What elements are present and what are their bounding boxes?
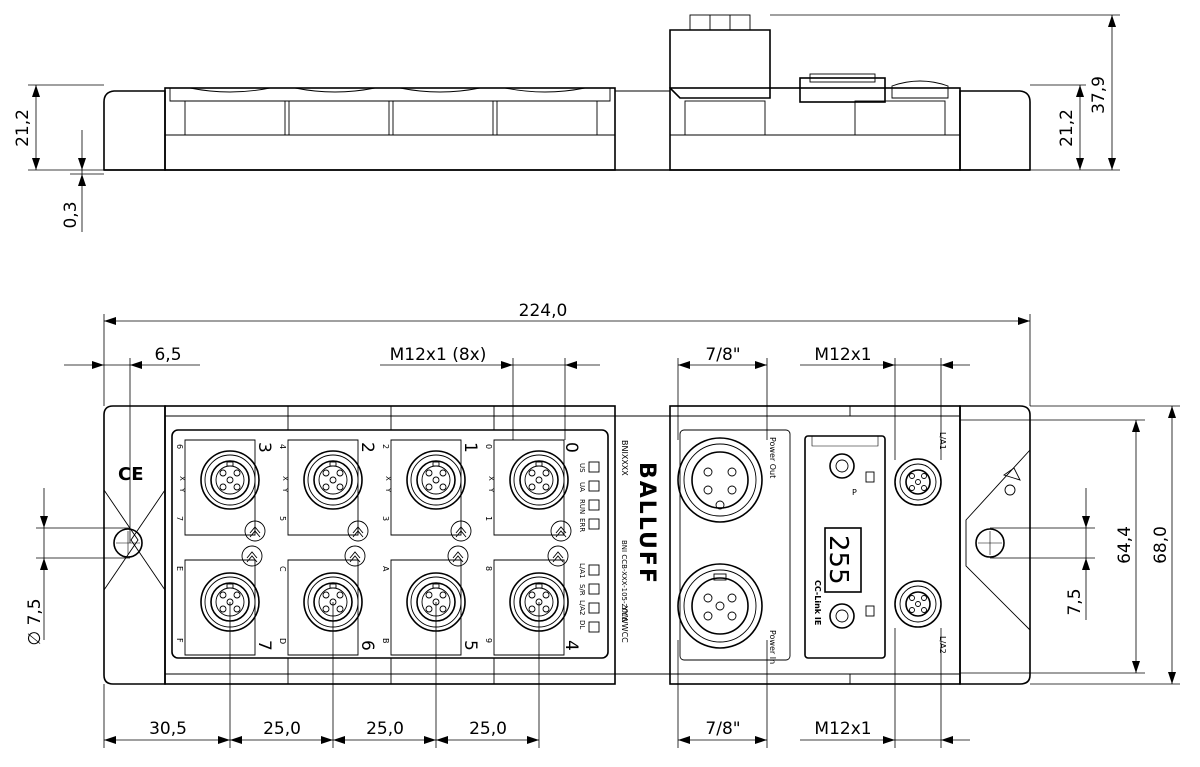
pin-label-D: D [278, 638, 287, 644]
channel-y-3: Y [384, 487, 392, 493]
channel-y-2: Y [281, 487, 289, 493]
led-label-run: RUN [578, 499, 586, 514]
channel-x-3: X [384, 476, 392, 481]
channel-y-1: Y [178, 487, 186, 493]
pin-label-6: 6 [175, 444, 184, 449]
power-in-label: Power In [768, 630, 777, 664]
pin-label-3: 3 [381, 516, 390, 521]
port-number-3: 3 [254, 442, 274, 453]
side-view [103, 14, 1031, 171]
channel-x-4: X [487, 476, 495, 481]
channel-y-4: Y [487, 487, 495, 493]
led-label-sr: S/R [578, 584, 586, 596]
switch-p-label: P [852, 488, 857, 497]
port-number-0: 0 [561, 442, 581, 453]
port-number-5: 5 [460, 640, 480, 651]
pin-label-B: B [381, 638, 390, 644]
model-code: BNI CCB-XXX-105-Z015 [620, 540, 628, 622]
dim-spacing-3: 25,0 [366, 719, 404, 739]
led-label-la1: L/A1 [578, 563, 586, 579]
dim-overall-length: 224,0 [519, 301, 568, 321]
pin-label-9: 9 [484, 638, 493, 643]
side-dimensions: 21,2 0,3 21,2 37,9 [13, 14, 1120, 232]
dim-spacing-first: 30,5 [149, 719, 187, 739]
pin-label-4: 4 [278, 444, 287, 449]
port-number-4: 4 [561, 640, 581, 651]
dim-power-top: 7/8" [705, 345, 740, 365]
dim-spacing-2: 25,0 [263, 719, 301, 739]
dim-hole-offset-right: 7,5 [1065, 588, 1085, 615]
dim-m12-ports-left: M12x1 (8x) [390, 345, 487, 365]
channel-x-1: X [178, 476, 186, 481]
dim-side-offset: 0,3 [61, 201, 81, 228]
led-label-err: ERR [578, 518, 586, 532]
link-port-1-label: L/A1 [938, 432, 947, 450]
cc-link-logo: CC-Link IE [813, 580, 822, 625]
dim-power-bottom: 7/8" [705, 719, 740, 739]
pin-label-8: 8 [484, 566, 493, 571]
pin-label-7: 7 [175, 516, 184, 521]
dim-mount-hole: ∅ 7,5 [25, 598, 45, 645]
ce-mark: CE [118, 464, 144, 485]
dim-side-height-right: 21,2 [1057, 109, 1077, 147]
pin-label-C: C [278, 566, 287, 572]
date-code: YYWWCC [620, 605, 629, 643]
model-id: BNIXXXX [620, 440, 629, 476]
port-number-1: 1 [460, 442, 480, 453]
pin-label-1: 1 [484, 516, 493, 521]
dim-spacing-4: 25,0 [469, 719, 507, 739]
dim-m12-right-bottom: M12x1 [814, 719, 871, 739]
dim-total-height: 68,0 [1151, 526, 1171, 564]
port-number-6: 6 [357, 640, 377, 651]
led-label-la2: L/A2 [578, 600, 586, 616]
dim-side-total-height: 37,9 [1089, 76, 1109, 114]
pin-label-E: E [175, 566, 184, 571]
port-number-7: 7 [254, 640, 274, 651]
port-number-2: 2 [357, 442, 377, 453]
pin-label-F: F [175, 638, 184, 643]
dim-side-height-left: 21,2 [13, 109, 33, 147]
pin-label-0: 0 [484, 444, 493, 449]
led-label-ua: UA [578, 482, 586, 492]
dim-m12-right-top: M12x1 [814, 345, 871, 365]
pin-label-2: 2 [381, 444, 390, 449]
pin-label-5: 5 [278, 516, 287, 521]
link-port-2-label: L/A2 [938, 636, 947, 654]
dim-inner-height: 64,4 [1115, 526, 1135, 564]
brand-logo: BALLUFF [634, 462, 659, 585]
power-out-label: Power Out [768, 437, 777, 478]
led-label-us: US [578, 463, 586, 473]
station-display: 255 [823, 535, 853, 585]
pin-label-A: A [381, 566, 390, 572]
front-dimensions: 224,0 6,5 M12x1 (8x) 7/8" M12x1 ∅ 7,5 [25, 301, 1180, 748]
dim-edge-offset: 6,5 [154, 345, 181, 365]
port-labels: 3 2 1 0 7 6 5 4 6 4 2 0 7 5 3 1 E C A 8 … [175, 442, 586, 651]
front-view: CE [103, 405, 1031, 685]
channel-x-2: X [281, 476, 289, 481]
led-label-dl: DL [578, 620, 586, 629]
